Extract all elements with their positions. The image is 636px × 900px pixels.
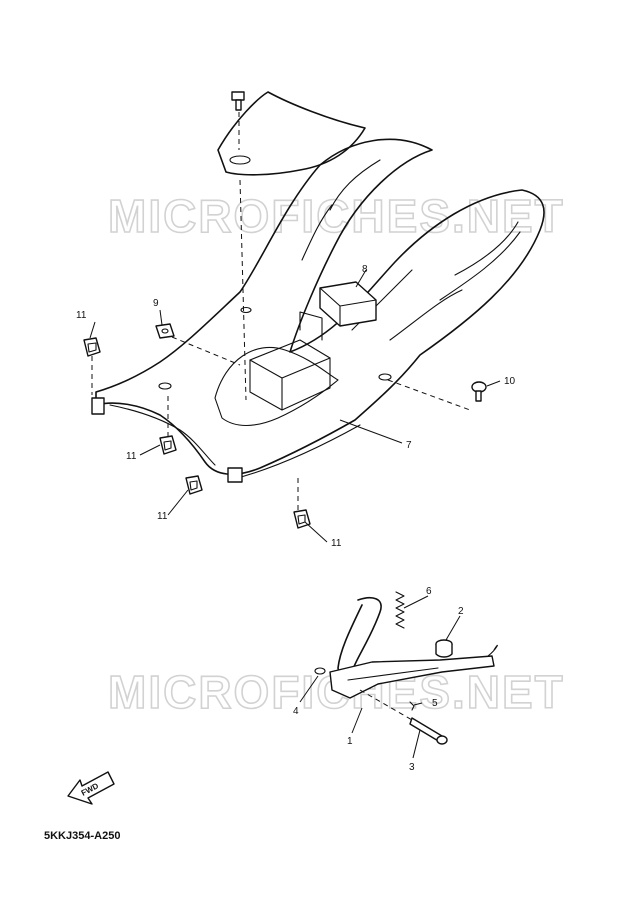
callout-11-b: 11 [126, 451, 137, 462]
bolt-10 [471, 381, 487, 402]
forward-arrow-icon: FWD [67, 771, 115, 805]
callout-6: 6 [426, 586, 432, 597]
callout-7: 7 [406, 440, 412, 451]
main-stand-drawing [314, 591, 498, 745]
callout-4: 4 [293, 706, 299, 717]
diagram-code: 5KKJ354-A250 [44, 830, 120, 842]
callout-5: 5 [432, 698, 438, 709]
watermark-top: MICROFICHES.NET [108, 190, 565, 242]
nut-9 [155, 323, 175, 339]
clip-nut-11d [293, 509, 311, 529]
callout-10: 10 [504, 376, 516, 387]
clip-nut-11b [159, 435, 177, 455]
callout-8: 8 [362, 264, 368, 275]
clip-nut-11a [83, 337, 101, 357]
callout-9: 9 [153, 298, 159, 309]
callout-3: 3 [409, 762, 415, 773]
callout-11-a: 11 [76, 310, 87, 321]
callout-11-c: 11 [157, 511, 168, 522]
callout-2: 2 [458, 606, 464, 617]
callout-1: 1 [347, 736, 353, 747]
footrest-cover-drawing [83, 91, 545, 529]
callout-11-d: 11 [331, 538, 342, 549]
clip-nut-11c [185, 475, 203, 495]
